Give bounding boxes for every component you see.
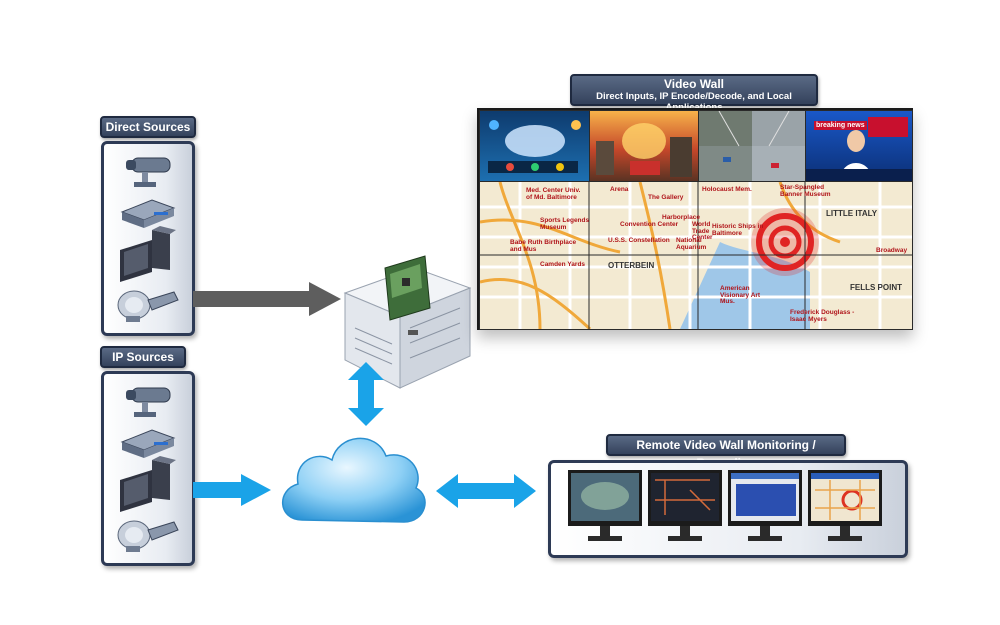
news-label: breaking news [814,121,867,130]
map-label: Arena [610,186,629,193]
map-label: OTTERBEIN [608,261,655,270]
monitor-icon [728,470,802,541]
monitor-icon [648,470,722,541]
video-wall-subtitle: Direct Inputs, IP Encode/Decode, and Loc… [596,90,792,113]
map-label: National Aquarium [676,237,707,251]
satellite-icon [117,290,179,322]
map-label: Med. Center Univ. of Md. Baltimore [526,187,581,201]
traffic-camera-icon [699,111,805,181]
monitor-icon [808,470,882,541]
server-chassis [343,255,472,389]
map-label: Harborplace [662,214,700,221]
map-label: Holocaust Mem. [702,186,752,193]
map-label: World Trade Center [692,221,713,241]
map-label: Sports Legends Museum [540,217,590,231]
remote-monitoring-title: Remote Video Wall Monitoring / Recording [606,434,846,470]
map-label: The Gallery [648,194,684,201]
direct-sources-devices [117,157,179,322]
target-marker [751,208,819,276]
camera-icon [126,157,171,187]
map-label: Camden Yards [540,261,586,268]
wall-screen-news: breaking news [805,110,913,182]
video-wall-title: Video Wall Direct Inputs, IP Encode/Deco… [570,74,818,113]
dvr-icon [120,199,176,228]
video-wall-title-text: Video Wall [663,77,724,91]
server-cloud-arrow [348,362,384,426]
pc-icon [120,456,176,512]
world-map-icon [488,120,581,173]
direct-sources-title: Direct Sources [100,116,196,138]
wall-screen-fire-scene [589,110,699,182]
pc-icon [120,226,176,282]
map-label: U.S.S. Constellation [608,237,670,244]
remote-monitors [568,470,882,541]
map-label: Star-Spangled Banner Museum [780,184,831,198]
ip-sources-title: IP Sources [100,346,186,368]
monitor-icon [568,470,642,541]
wall-screen-traffic [698,110,806,182]
map-label: Babe Ruth Birthplace and Mus [510,239,577,253]
map-label: American Visionary Art Mus. [720,285,761,305]
wall-map: Med. Center Univ. of Md. Baltimore Sport… [479,181,913,330]
direct-to-server-arrow [193,282,341,316]
video-wall-frame: breaking news [477,108,913,330]
dvr-icon [120,429,176,458]
ip-sources-devices [117,387,179,552]
map-label: Convention Center [620,221,679,228]
cloud-remote-arrow [436,474,536,508]
network-cloud [281,437,426,523]
ip-to-cloud-arrow [193,474,271,506]
wall-screen-dashboard [479,110,590,182]
map-label: Broadway [876,247,908,254]
satellite-icon [117,520,179,552]
city-map-graphic [480,182,912,329]
map-label: Frederick Douglass - Isaac Myers [790,309,855,323]
camera-icon [126,387,171,417]
fire-scene-icon [596,123,692,177]
news-anchor-icon [806,117,912,181]
map-label: Historic Ships in Baltimore [712,223,764,237]
map-label: LITTLE ITALY [826,209,878,218]
map-label: FELLS POINT [850,283,902,292]
